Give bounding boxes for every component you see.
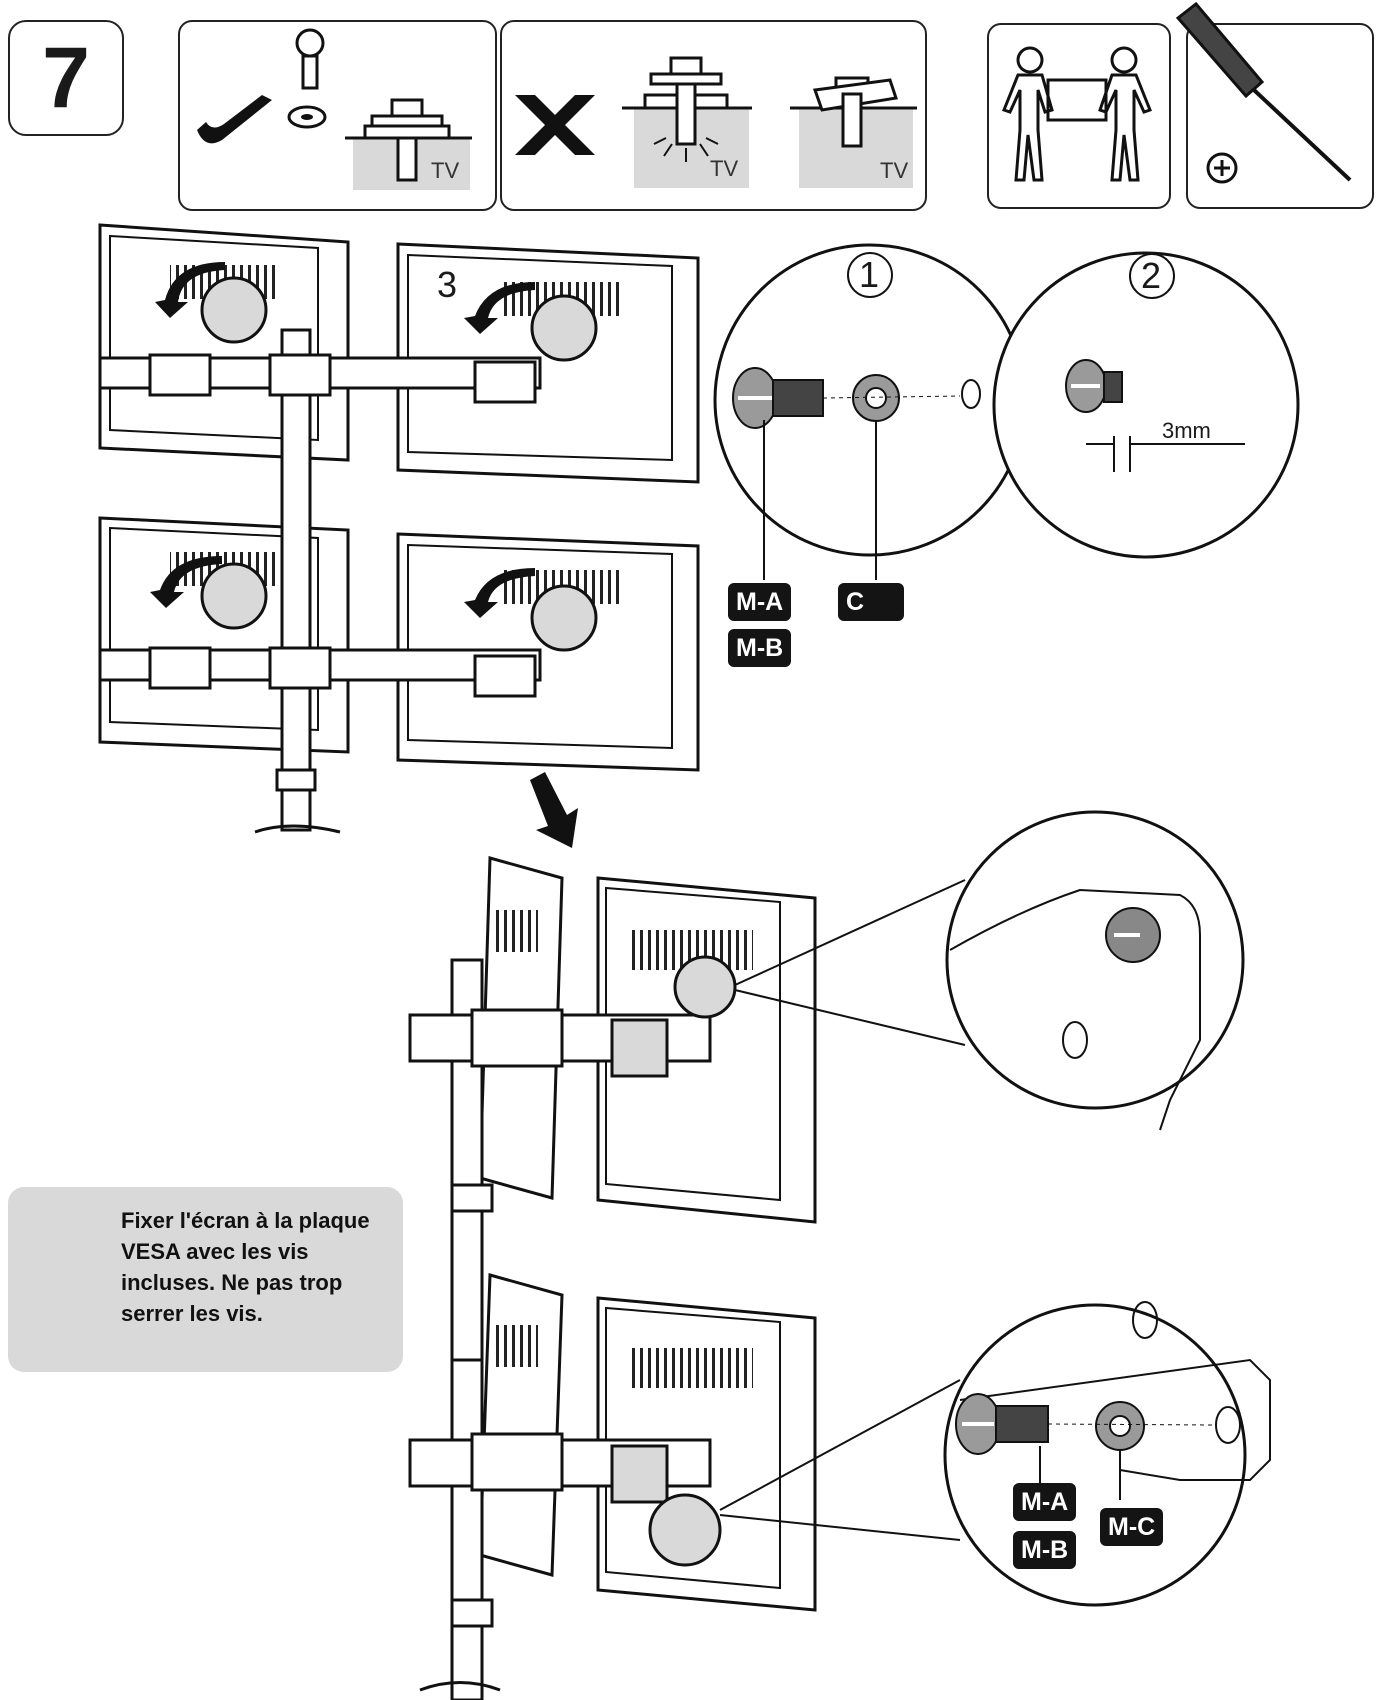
- zoom-circle-lower: [719, 1301, 1271, 1607]
- callout-2-label: 2: [1141, 255, 1162, 296]
- overtightened-screw-icon: [622, 56, 752, 188]
- arrow-down-icon: [530, 772, 578, 848]
- warning-box: [8, 1187, 403, 1372]
- checkmark-icon: [197, 95, 272, 144]
- two-person-lift-icon: [1002, 46, 1152, 182]
- wrong-tv-label-2: TV: [880, 158, 909, 183]
- tag-mc-bottom: M-C: [1100, 1508, 1164, 1546]
- tag-ma-top: M-A: [728, 583, 792, 621]
- top-monitor-array: [98, 223, 700, 834]
- gap-measurement-label: 3mm: [1162, 418, 1211, 443]
- rotate-arrow-icons: [150, 262, 535, 618]
- zoom-circle-upper: [734, 810, 1245, 1131]
- tag-mb-top: M-B: [728, 629, 792, 667]
- tag-mb-bottom: M-B: [1013, 1531, 1077, 1569]
- callout-3-label: 3: [437, 264, 458, 305]
- step-number: 7: [8, 20, 124, 136]
- screw-washer-icon: [287, 28, 327, 129]
- tag-mc-top: C: [838, 583, 904, 621]
- side-view-lower: [408, 1273, 817, 1700]
- correct-tv-label: TV: [431, 158, 460, 183]
- warning-text: Fixer l'écran à la plaque VESA avec les …: [121, 1208, 370, 1326]
- wrong-tv-label-1: TV: [710, 156, 739, 181]
- side-view-upper: [408, 856, 817, 1362]
- callout-1-label: 1: [859, 254, 880, 295]
- cross-icon: [515, 95, 595, 155]
- tag-ma-bottom: M-A: [1013, 1483, 1077, 1521]
- phillips-screwdriver-icon: [1175, 1, 1352, 184]
- correct-mount-icon: [345, 98, 472, 190]
- tilted-washer-icon: [790, 76, 917, 188]
- detail-circle-2: [992, 251, 1300, 559]
